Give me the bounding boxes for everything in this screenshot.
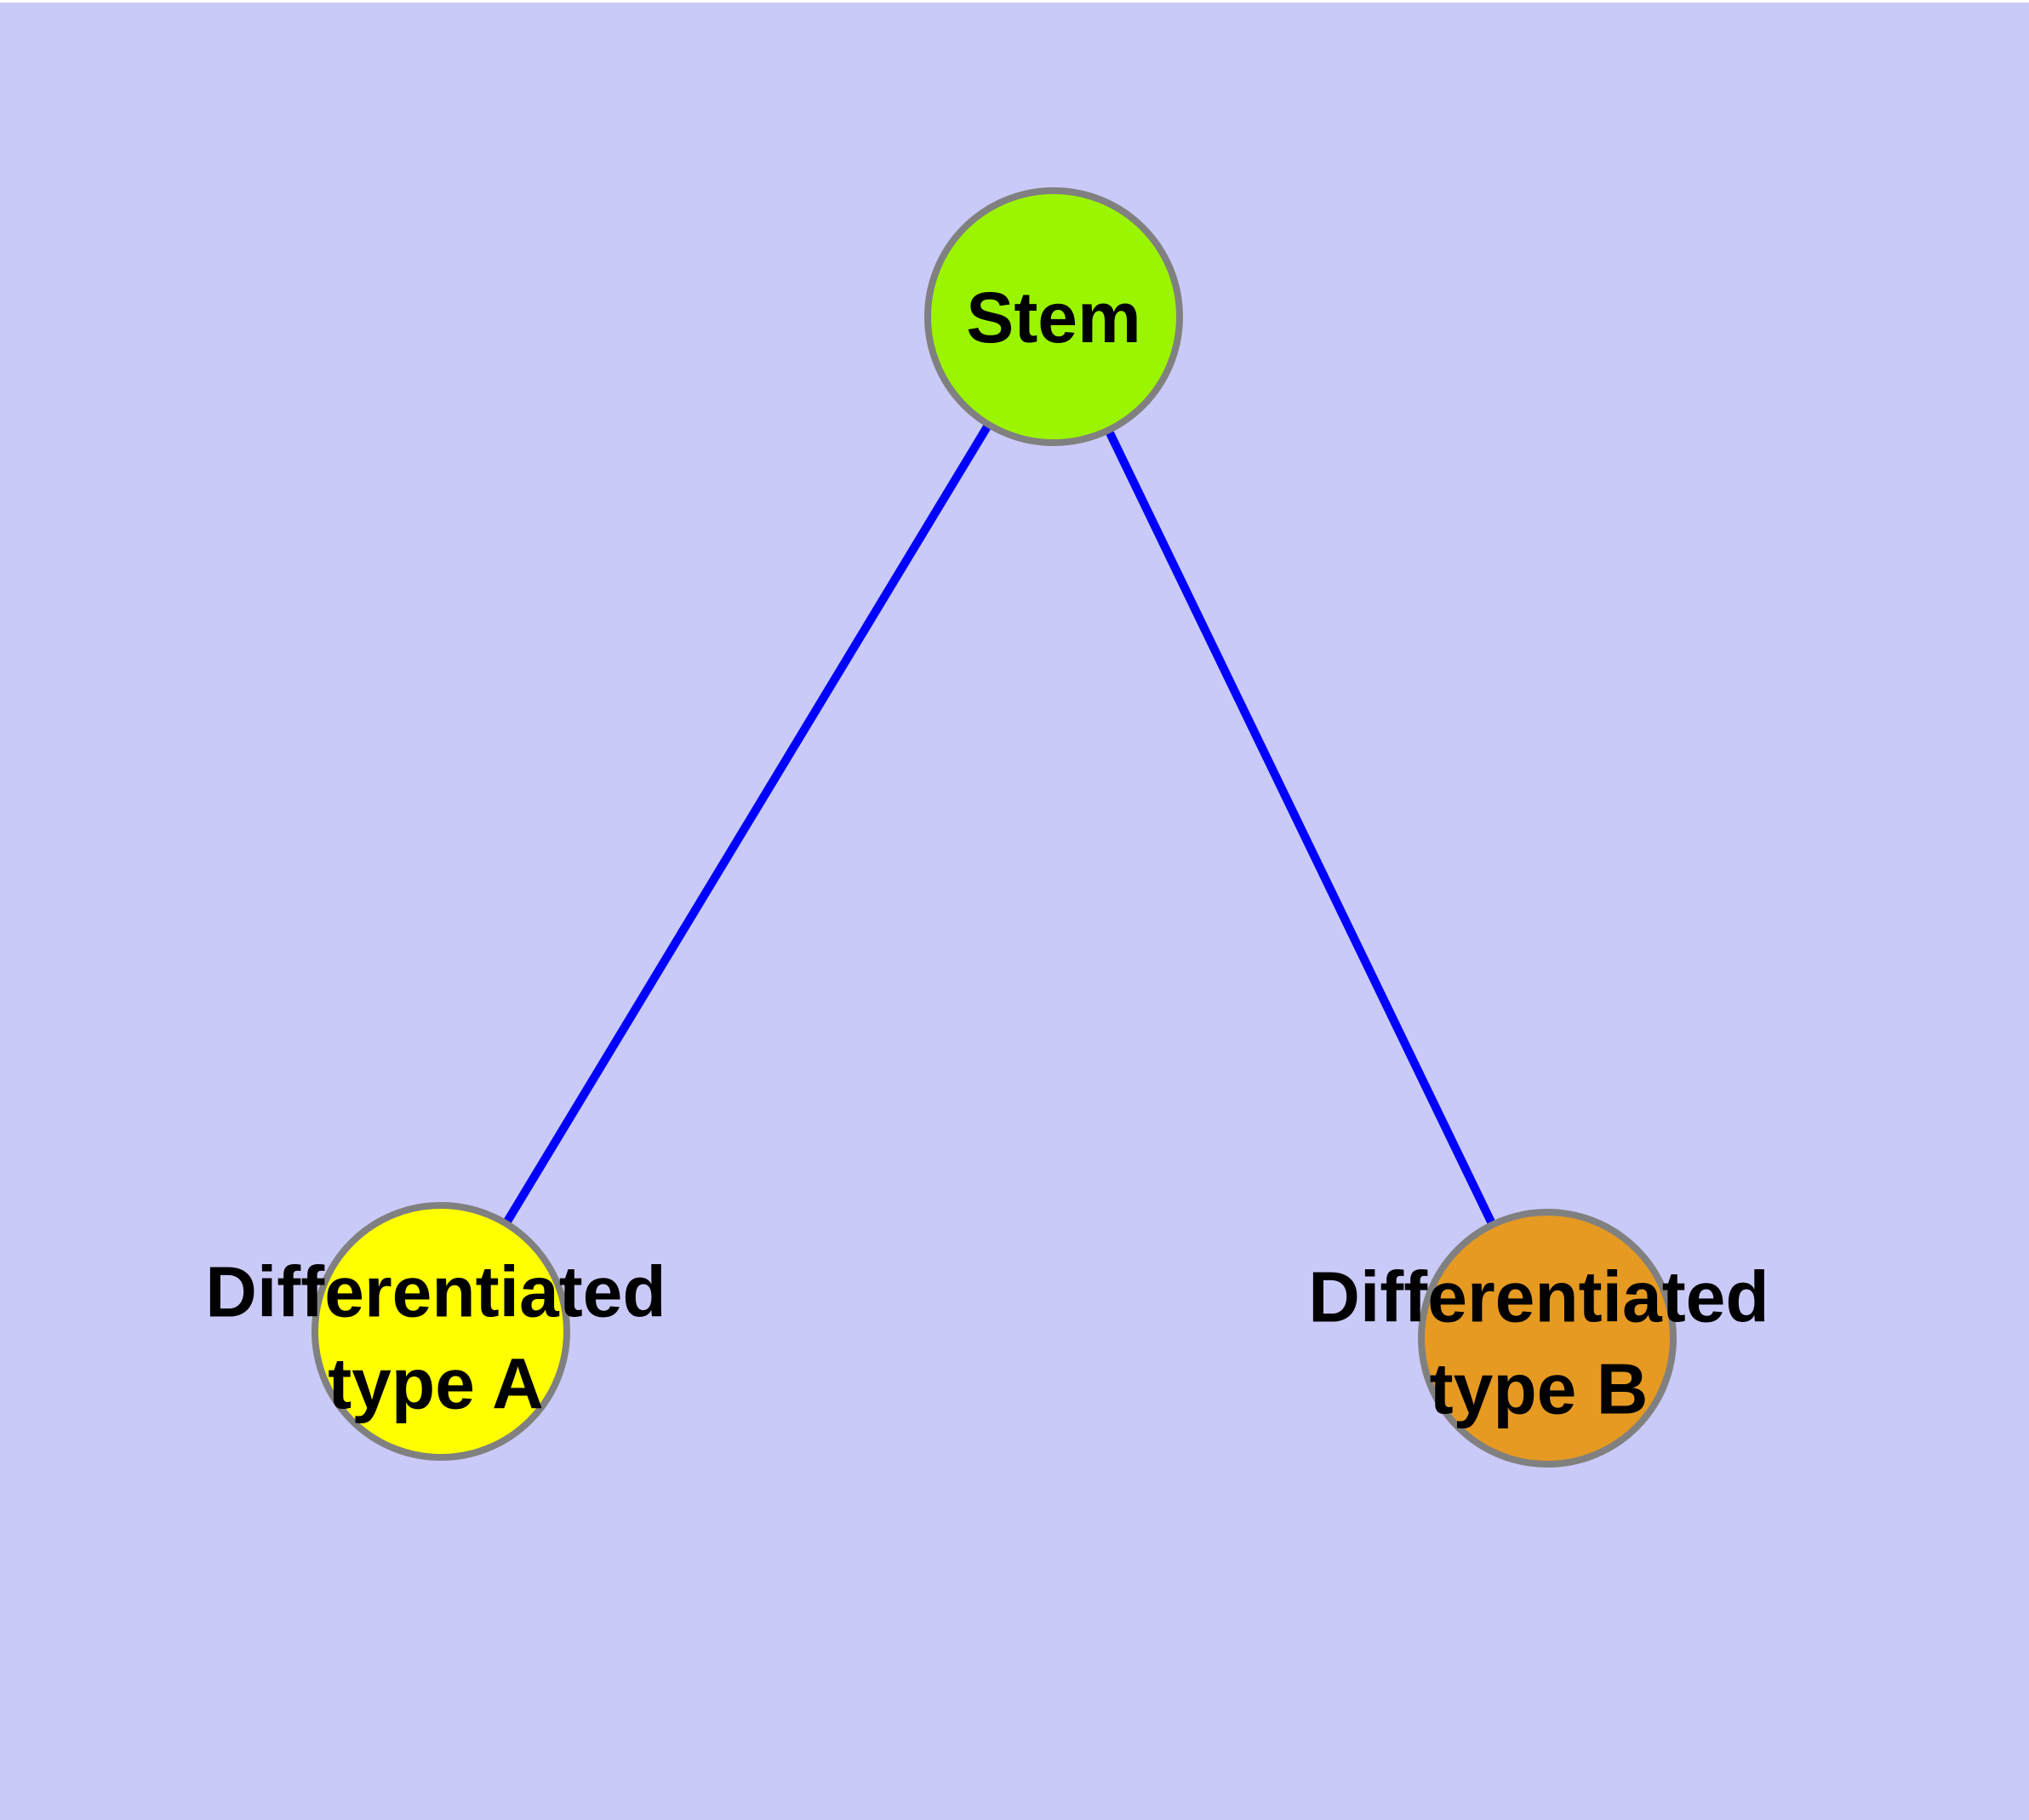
node-stem-circle [924, 187, 1183, 446]
node-type-b-circle [1418, 1209, 1677, 1468]
node-type-b-label-line1: Differentiated [1308, 1256, 1769, 1337]
node-type-b-label-line2: type B [1429, 1348, 1649, 1428]
node-type-a-label-line1: Differentiated [205, 1251, 666, 1332]
top-edge-strip [0, 0, 2029, 3]
node-type-a-label-line2: type A [328, 1343, 544, 1423]
node-type-a-label: Differentiated type A [205, 1246, 666, 1429]
node-type-b-label: Differentiated type B [1308, 1251, 1769, 1434]
edge-stem-to-type-a [437, 314, 1058, 1334]
edge-stem-to-type-b [1049, 314, 1552, 1341]
node-type-a-circle [311, 1202, 570, 1461]
node-stem-label: Stem [966, 278, 1141, 358]
